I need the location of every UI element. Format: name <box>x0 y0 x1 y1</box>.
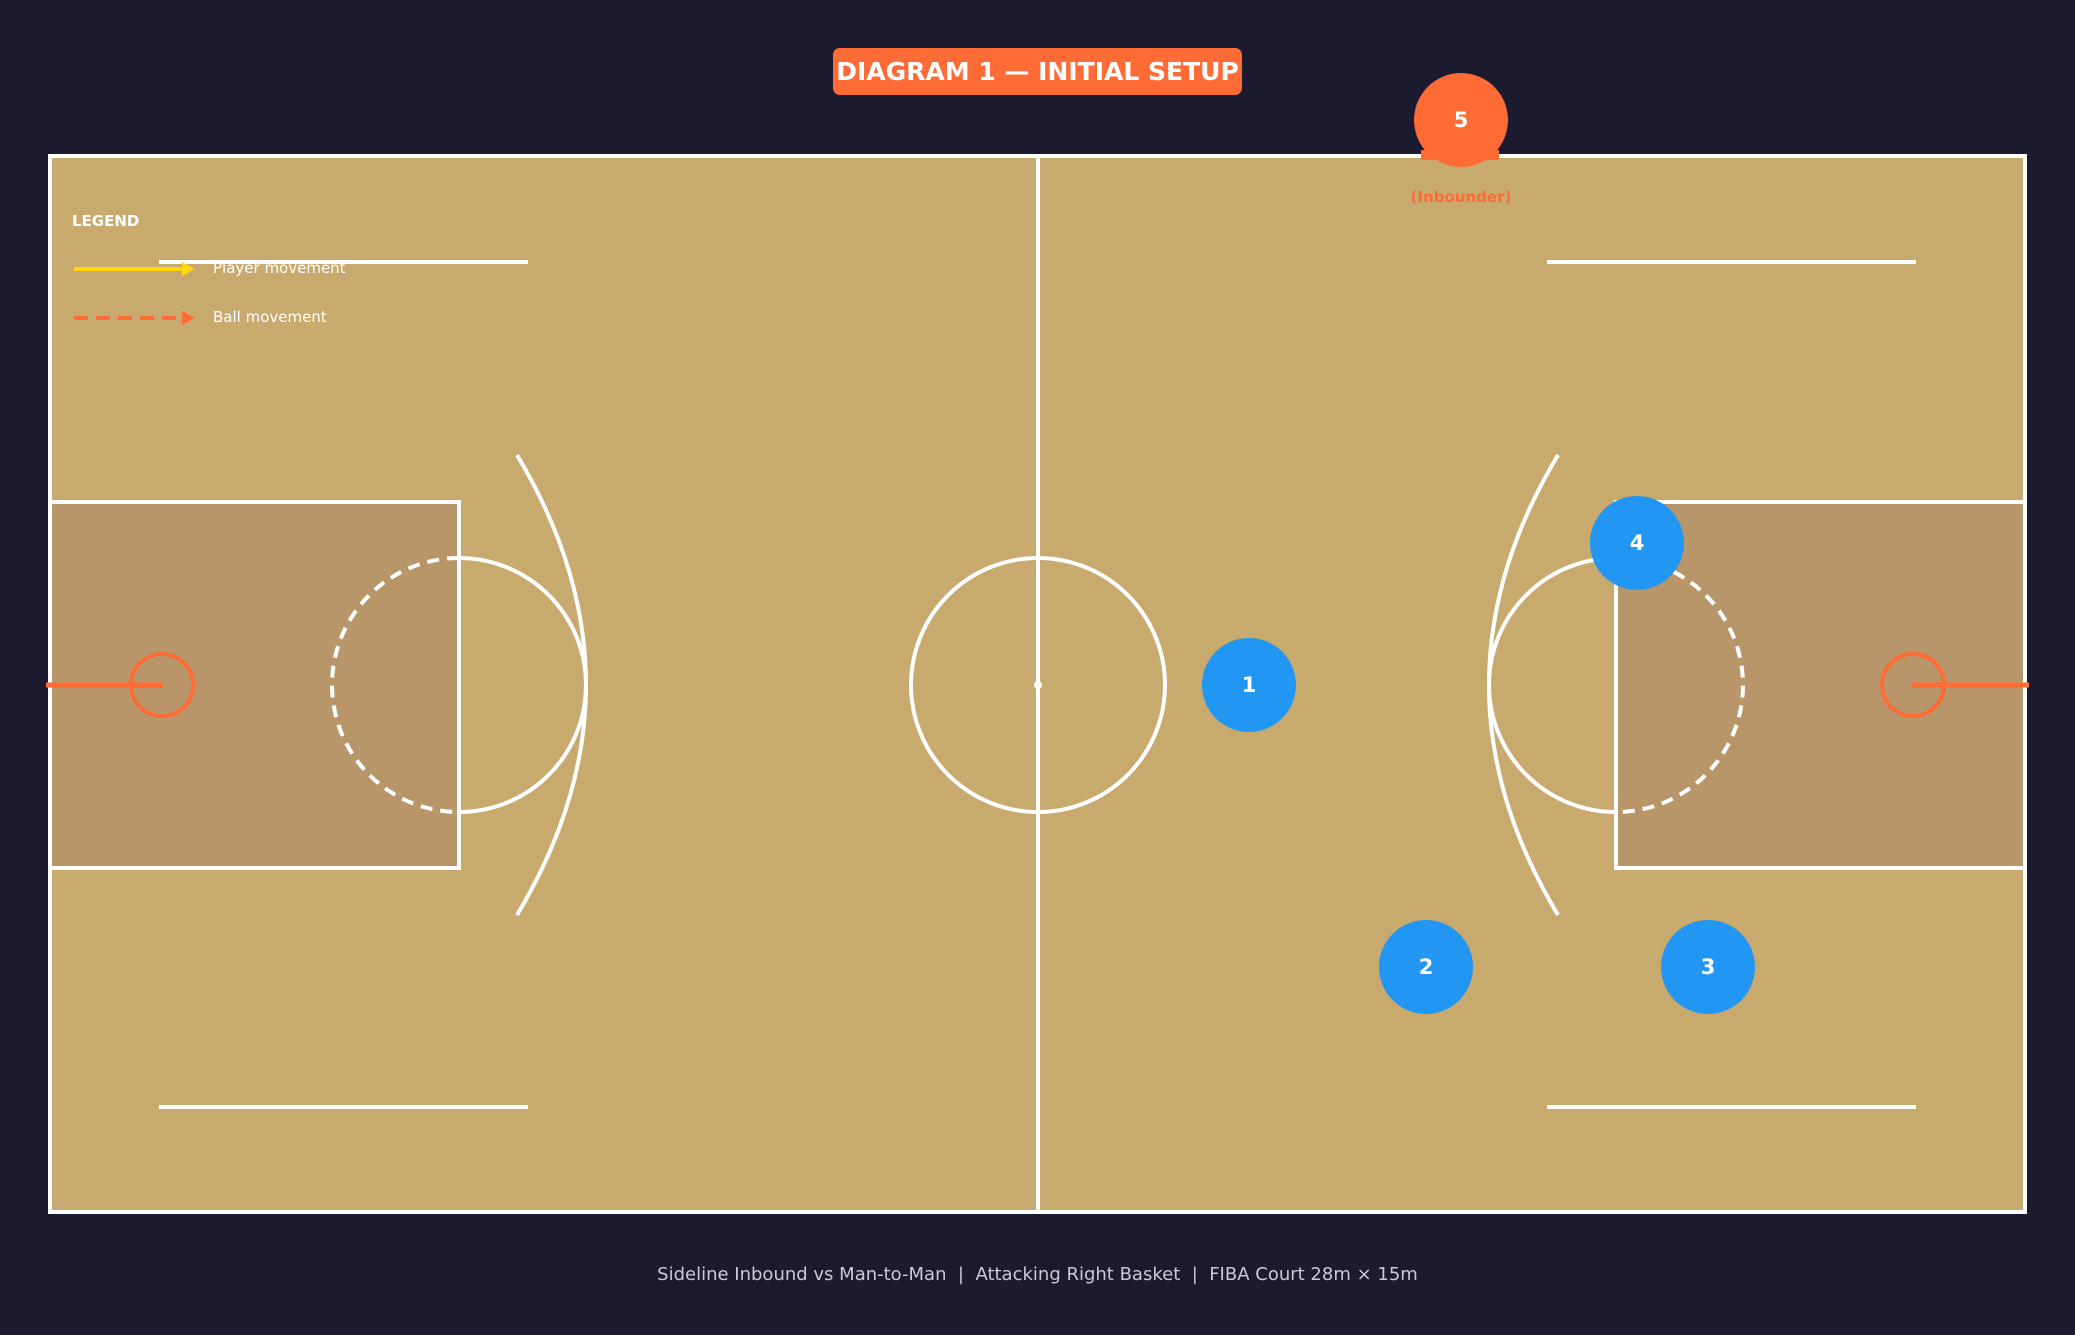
svg-text:4: 4 <box>1630 531 1645 555</box>
left-ft-circle-inner <box>330 556 460 814</box>
right-rim <box>1880 652 1946 718</box>
left-rim <box>129 652 195 718</box>
left-three-point-arc <box>515 453 588 917</box>
svg-text:2: 2 <box>1419 955 1434 979</box>
player-2: 2 <box>1379 920 1473 1014</box>
diagram-footer: Sideline Inbound vs Man-to-Man | Attacki… <box>657 1264 1418 1285</box>
center-dot <box>1034 681 1042 689</box>
player-5-inbounder: 5 (Inbounder) <box>1411 73 1512 206</box>
diagram-title: DIAGRAM 1 — INITIAL SETUP <box>833 48 1242 95</box>
player-1: 1 <box>1202 638 1296 732</box>
inbounder-label: (Inbounder) <box>1411 188 1512 206</box>
legend: LEGEND Player movement Ball movement <box>72 212 346 326</box>
player-4: 4 <box>1590 496 1684 590</box>
center-circle <box>909 556 1167 814</box>
player-3: 3 <box>1661 920 1755 1014</box>
legend-player-movement: Player movement <box>213 259 346 277</box>
right-three-point-arc <box>1487 453 1560 917</box>
right-ft-circle-inner <box>1615 556 1745 814</box>
legend-heading: LEGEND <box>72 212 139 230</box>
legend-ball-movement: Ball movement <box>213 308 327 326</box>
ball-movement-arrow-icon <box>182 311 195 325</box>
player-movement-arrow-icon <box>182 262 195 276</box>
svg-text:5: 5 <box>1454 108 1469 132</box>
svg-text:1: 1 <box>1242 673 1257 697</box>
svg-text:3: 3 <box>1701 955 1716 979</box>
